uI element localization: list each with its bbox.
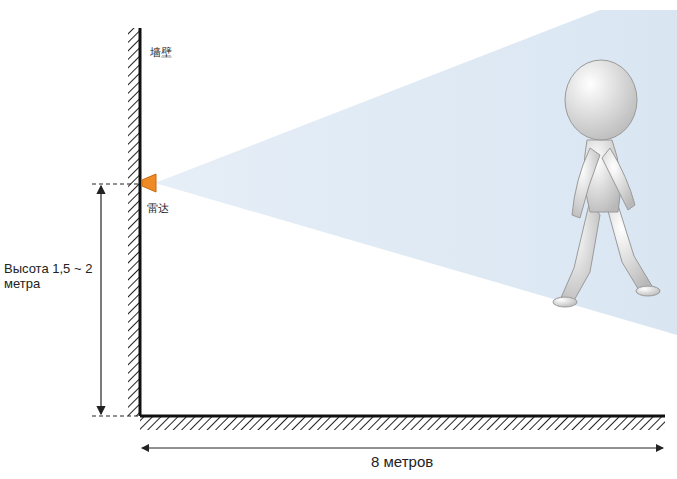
wall-line <box>139 28 142 416</box>
walking-person <box>553 60 660 307</box>
length-dimension: 8 метров <box>368 453 436 470</box>
floor-hatching <box>140 416 665 430</box>
height-dimension: Высота 1,5 ~ 2 метра <box>4 262 96 292</box>
wall-label: 墙壁 <box>150 46 172 59</box>
dimension-line <box>92 416 140 417</box>
floor-line <box>140 415 665 418</box>
radar-label: 雷达 <box>147 202 169 215</box>
wall-hatching <box>128 28 140 416</box>
dimension-line <box>92 184 140 185</box>
length-arrow <box>142 448 663 449</box>
radar-sensor <box>142 174 156 192</box>
height-arrow <box>100 186 101 414</box>
detection-cone <box>155 10 677 335</box>
